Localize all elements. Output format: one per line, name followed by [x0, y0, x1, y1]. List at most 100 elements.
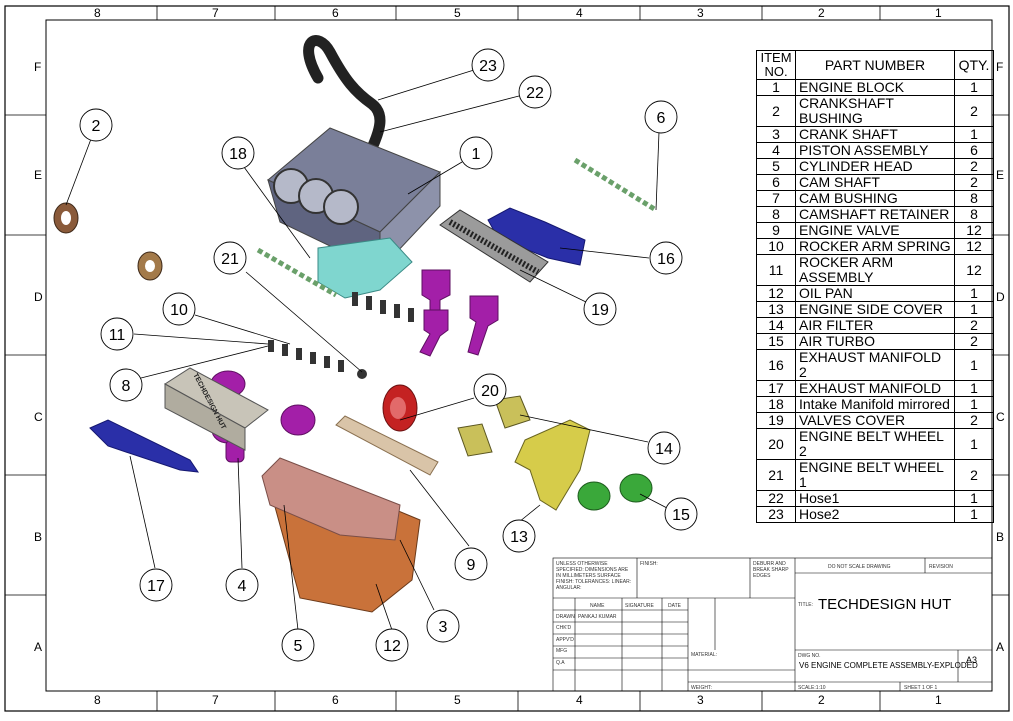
- balloon-circle: [221, 136, 255, 170]
- bom-cell-item: 5: [756, 158, 796, 175]
- bom-cell-part: Intake Manifold mirrored: [795, 396, 955, 413]
- balloon-circle: [647, 431, 681, 465]
- bom-cell-part: ENGINE BELT WHEEL 1: [795, 459, 955, 491]
- bom-cell-part: ENGINE BLOCK: [795, 79, 955, 96]
- bom-cell-item: 10: [756, 238, 796, 255]
- balloon-number: 15: [672, 507, 690, 524]
- bom-cell-item: 14: [756, 317, 796, 334]
- balloon-number: 21: [221, 251, 239, 268]
- balloon-number: 6: [657, 110, 666, 127]
- drawn-row-label: DRAWN: [556, 614, 575, 620]
- bom-cell-qty: 1: [954, 349, 994, 381]
- balloon-number: 10: [170, 302, 188, 319]
- zone-col-top: 4: [576, 6, 583, 20]
- zone-col-top: 8: [94, 6, 101, 20]
- name-column-header: NAME: [590, 603, 605, 609]
- bom-cell-part: ENGINE SIDE COVER: [795, 301, 955, 318]
- air-filter-part: [457, 395, 531, 457]
- bom-cell-item: 21: [756, 459, 796, 491]
- title-block-frame: [552, 557, 993, 692]
- title-label: TITLE:: [798, 602, 814, 608]
- air-turbo-part: [577, 473, 653, 511]
- bom-cell-qty: 2: [954, 317, 994, 334]
- zone-col-top: 2: [818, 6, 825, 20]
- bom-cell-part: ROCKER ARM SPRING: [795, 238, 955, 255]
- finish-label: FINISH:: [640, 561, 658, 567]
- drawing-number: V6 ENGINE COMPLETE ASSEMBLY-EXPLODED: [799, 661, 978, 670]
- deburr-note: DEBURR AND BREAK SHARP EDGES: [753, 561, 789, 579]
- engine-side-cover-bar-part: [335, 415, 439, 476]
- balloon-circle: [281, 628, 315, 662]
- zone-row-right: A: [996, 640, 1005, 654]
- bom-cell-item: 16: [756, 349, 796, 381]
- bom-cell-qty: 1: [954, 380, 994, 397]
- zone-col-bottom: 8: [94, 693, 101, 707]
- bom-cell-part: OIL PAN: [795, 285, 955, 302]
- bom-cell-part: AIR TURBO: [795, 333, 955, 350]
- bom-cell-item: 1: [756, 79, 796, 96]
- bom-cell-item: 2: [756, 95, 796, 127]
- dwg-no-label: DWG NO.: [798, 653, 821, 659]
- bom-cell-item: 19: [756, 412, 796, 429]
- bom-cell-part: CAM SHAFT: [795, 174, 955, 191]
- bom-cell-part: VALVES COVER: [795, 412, 955, 429]
- balloon-circle: [225, 568, 259, 602]
- checked-row-label: CHK'D: [556, 625, 572, 631]
- bom-cell-item: 7: [756, 190, 796, 207]
- belt-wheel-part: [382, 384, 418, 432]
- zone-row-left: E: [34, 168, 43, 182]
- balloon-number: 4: [238, 578, 247, 595]
- bom-cell-part: EXHAUST MANIFOLD 2: [795, 349, 955, 381]
- zone-col-bottom: 7: [212, 693, 219, 707]
- balloon-circle: [471, 48, 505, 82]
- balloon-number: 23: [479, 58, 497, 75]
- bom-cell-part: CAMSHAFT RETAINER: [795, 206, 955, 223]
- bom-cell-qty: 1: [954, 428, 994, 460]
- balloon-circle: [213, 241, 247, 275]
- oil-pan-part: [261, 457, 421, 613]
- bom-cell-qty: 1: [954, 79, 994, 96]
- balloon-circle: [426, 609, 460, 643]
- balloon-number: 13: [510, 529, 528, 546]
- balloon-number: 8: [122, 378, 131, 395]
- bom-cell-qty: 2: [954, 459, 994, 491]
- bom-cell-part: CRANK SHAFT: [795, 126, 955, 143]
- bom-cell-item: 4: [756, 142, 796, 159]
- zone-row-left: D: [34, 290, 43, 304]
- zone-col-bottom: 3: [697, 693, 704, 707]
- bom-cell-qty: 2: [954, 95, 994, 127]
- bom-cell-part: CRANKSHAFT BUSHING: [795, 95, 955, 127]
- bom-cell-part: ENGINE VALVE: [795, 222, 955, 239]
- zone-row-left: A: [34, 640, 43, 654]
- bom-cell-qty: 1: [954, 396, 994, 413]
- balloon-number: 2: [92, 118, 101, 135]
- bom-cell-part: Hose2: [795, 506, 955, 523]
- qa-row-label: Q.A: [556, 660, 565, 666]
- balloon-circle: [518, 75, 552, 109]
- bom-cell-part: EXHAUST MANIFOLD: [795, 380, 955, 397]
- sheet-size: A3: [966, 655, 978, 665]
- zone-row-left: C: [34, 410, 43, 424]
- signature-column-header: SIGNATURE: [625, 603, 654, 609]
- bom-cell-qty: 1: [954, 285, 994, 302]
- balloon-circle: [454, 547, 488, 581]
- weight-label: WEIGHT:: [691, 685, 712, 691]
- balloon-number: 16: [657, 251, 675, 268]
- bom-cell-part: ROCKER ARM ASSEMBLY: [795, 254, 955, 286]
- bom-cell-part: PISTON ASSEMBLY: [795, 142, 955, 159]
- bom-cell-item: 17: [756, 380, 796, 397]
- leader-lines: [65, 69, 668, 631]
- drawn-by-name: PANKAJ KUMAR: [578, 614, 617, 620]
- balloon-circle: [375, 628, 409, 662]
- bom-cell-qty: 8: [954, 206, 994, 223]
- zone-col-top: 5: [454, 6, 461, 20]
